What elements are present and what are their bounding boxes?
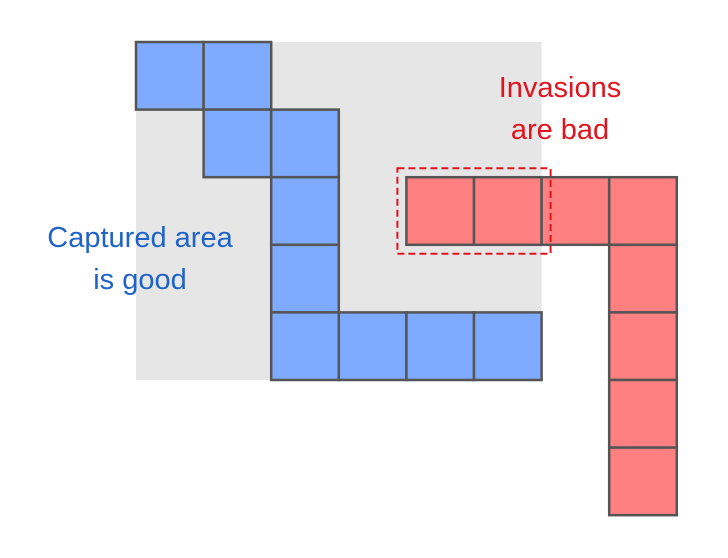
captured-area-label: Captured area is good — [20, 217, 260, 301]
blue-cell — [269, 311, 341, 382]
captured-area-label-line2: is good — [93, 264, 187, 296]
red-cell — [405, 175, 476, 247]
captured-area-label-line1: Captured area — [47, 222, 233, 254]
invasion-label-line2: are bad — [510, 114, 610, 146]
red-cell — [607, 446, 679, 517]
blue-cell — [202, 108, 273, 179]
blue-cell — [269, 175, 341, 247]
blue-cell — [269, 243, 341, 314]
blue-cell — [202, 40, 273, 111]
blue-cell — [337, 311, 408, 382]
blue-snake — [134, 40, 543, 382]
red-cell — [607, 378, 679, 449]
invasion-label: Invasions are bad — [440, 67, 680, 151]
red-cell — [607, 311, 679, 382]
red-cell — [607, 175, 679, 247]
red-snake — [405, 175, 679, 517]
red-cell — [540, 175, 611, 247]
blue-cell — [405, 311, 476, 382]
blue-cell — [269, 108, 341, 179]
blue-cell — [134, 40, 205, 111]
invasion-highlight-box — [396, 167, 552, 255]
blue-cell — [472, 311, 543, 382]
invasion-label-line1: Invasions — [498, 72, 622, 104]
red-cell — [472, 175, 543, 247]
red-cell — [607, 243, 679, 314]
